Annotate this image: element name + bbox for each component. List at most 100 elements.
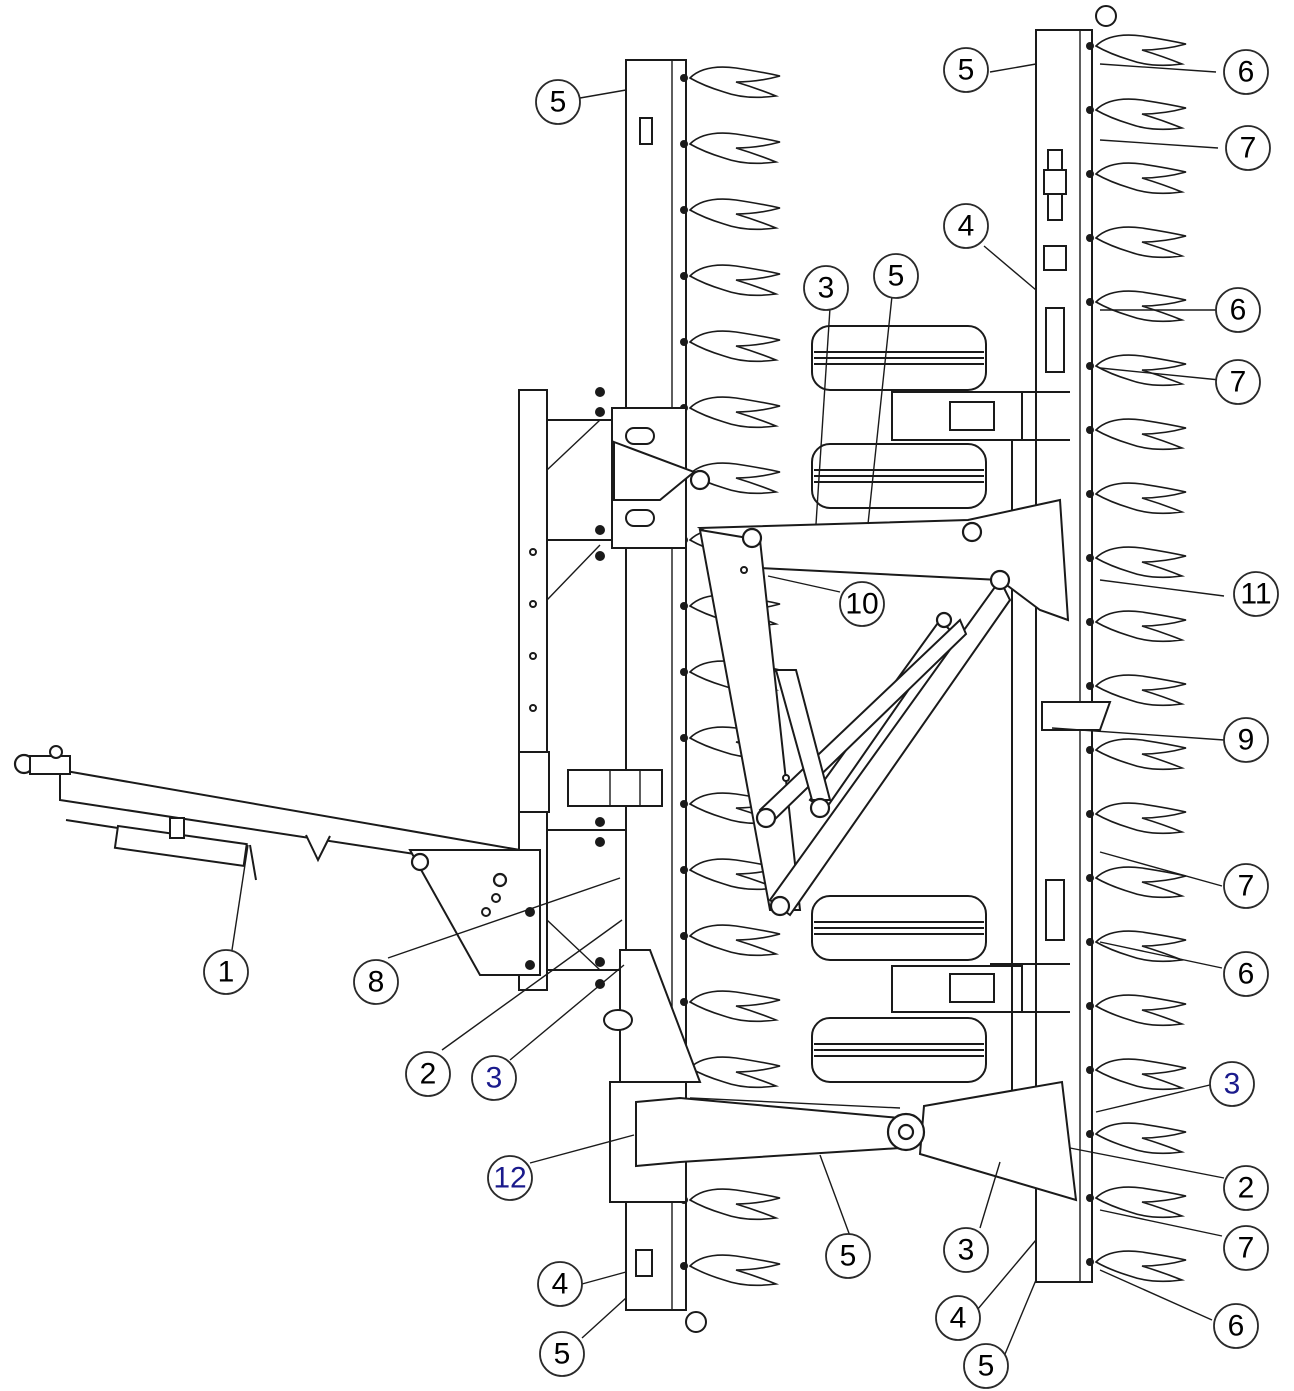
callout-3-upper: 3 — [803, 265, 849, 311]
callout-7-c: 7 — [1223, 863, 1269, 909]
callout-5-left-bottom: 5 — [539, 1331, 585, 1377]
disc-blade — [1094, 290, 1187, 323]
callout-3-blue-right: 3 — [1209, 1061, 1255, 1107]
callout-2-left: 2 — [405, 1051, 451, 1097]
callout-label: 5 — [550, 86, 567, 119]
callout-label: 6 — [1238, 958, 1255, 991]
blade-bolt — [1086, 106, 1094, 114]
blade-bolt — [1086, 1002, 1094, 1010]
disc-blade — [1094, 482, 1187, 515]
blade-bolt — [1086, 426, 1094, 434]
disc-blade — [1094, 34, 1187, 67]
callout-label: 3 — [486, 1062, 503, 1095]
callout-5-right-bottom: 5 — [963, 1343, 1009, 1389]
callout-7-d: 7 — [1223, 1225, 1269, 1271]
lower-wheel-assembly — [811, 895, 1070, 1083]
blade-bolt — [1086, 362, 1094, 370]
blade-bolt — [680, 800, 688, 808]
callout-5-left-top: 5 — [535, 79, 581, 125]
blade-bolt — [680, 140, 688, 148]
callout-label: 7 — [1238, 1232, 1255, 1265]
disc-blade — [688, 858, 781, 891]
callout-4-top: 4 — [943, 203, 989, 249]
disc-blade — [1094, 738, 1187, 771]
disc-blade — [688, 924, 781, 957]
upper-linkage — [696, 498, 1112, 917]
disc-blade — [1094, 226, 1187, 259]
blade-bolt — [1086, 42, 1094, 50]
callout-label: 9 — [1238, 724, 1255, 757]
callout-label: 6 — [1228, 1310, 1245, 1343]
callout-6-b: 6 — [1215, 287, 1261, 333]
blade-bolt — [1086, 1258, 1094, 1266]
disc-blade — [1094, 1186, 1187, 1219]
leader-lines — [231, 63, 1225, 1367]
blade-bolt — [1086, 1194, 1094, 1202]
callout-5-right-top: 5 — [943, 47, 989, 93]
callout-4-right: 4 — [935, 1295, 981, 1341]
disc-blade — [688, 1254, 781, 1287]
blade-bolt — [1086, 298, 1094, 306]
disc-blade — [1094, 1058, 1187, 1091]
disc-blade — [1094, 994, 1187, 1027]
blade-bolt — [680, 932, 688, 940]
blade-bolt — [1086, 618, 1094, 626]
blade-bolt — [680, 338, 688, 346]
callout-label: 5 — [554, 1338, 571, 1371]
blade-bolt — [1086, 554, 1094, 562]
callout-label: 5 — [958, 54, 975, 87]
callout-label: 2 — [420, 1058, 437, 1091]
callout-label: 3 — [1224, 1068, 1241, 1101]
lower-reach-arm — [635, 1080, 1078, 1202]
drawbar — [13, 745, 541, 976]
callout-6-c: 6 — [1223, 951, 1269, 997]
blade-bolt — [680, 602, 688, 610]
callout-label: 11 — [1240, 578, 1271, 611]
blade-bolt — [680, 866, 688, 874]
disc-blade — [1094, 610, 1187, 643]
blade-bolt — [680, 668, 688, 676]
disc-blade — [688, 66, 781, 99]
right-disc-gang — [1035, 5, 1187, 1283]
callout-9: 9 — [1223, 717, 1269, 763]
callout-8: 8 — [353, 959, 399, 1005]
callout-7-a: 7 — [1225, 125, 1271, 171]
disc-blade — [1094, 802, 1187, 835]
blade-bolt — [1086, 1066, 1094, 1074]
disc-blade — [1094, 546, 1187, 579]
callout-label: 7 — [1230, 366, 1247, 399]
disc-blade — [1094, 418, 1187, 451]
callout-label: 5 — [888, 260, 905, 293]
callout-5-lower: 5 — [825, 1233, 871, 1279]
callout-label: 4 — [950, 1302, 967, 1335]
blade-bolt — [1086, 170, 1094, 178]
callout-10: 10 — [839, 581, 885, 627]
callout-7-b: 7 — [1215, 359, 1261, 405]
callout-label: 3 — [818, 272, 835, 305]
callout-3-blue-left: 3 — [471, 1055, 517, 1101]
disc-blade — [688, 264, 781, 297]
callout-label: 4 — [958, 210, 975, 243]
callout-11: 11 — [1233, 571, 1279, 617]
callout-1: 1 — [203, 949, 249, 995]
callout-label: 7 — [1238, 870, 1255, 903]
disc-blade — [688, 462, 781, 495]
callout-label: 6 — [1238, 56, 1255, 89]
transport-wheels — [811, 325, 1070, 1100]
blade-bolt — [1086, 874, 1094, 882]
callout-4-left: 4 — [537, 1261, 583, 1307]
callout-2-right: 2 — [1223, 1165, 1269, 1211]
disc-blade — [688, 1056, 781, 1089]
callout-label: 3 — [958, 1234, 975, 1267]
blade-bolt — [680, 734, 688, 742]
disc-blade — [688, 198, 781, 231]
disc-blade — [1094, 354, 1187, 387]
callout-label: 8 — [368, 966, 385, 999]
blade-bolt — [1086, 234, 1094, 242]
callout-label: 1 — [218, 956, 235, 989]
callouts: 1 2 3 3 3 3 2 4 4 4 5 5 5 5 5 5 6 6 6 6 … — [203, 47, 1279, 1389]
callout-label: 5 — [978, 1350, 995, 1383]
callout-label: 5 — [840, 1240, 857, 1273]
callout-label: 4 — [552, 1268, 569, 1301]
